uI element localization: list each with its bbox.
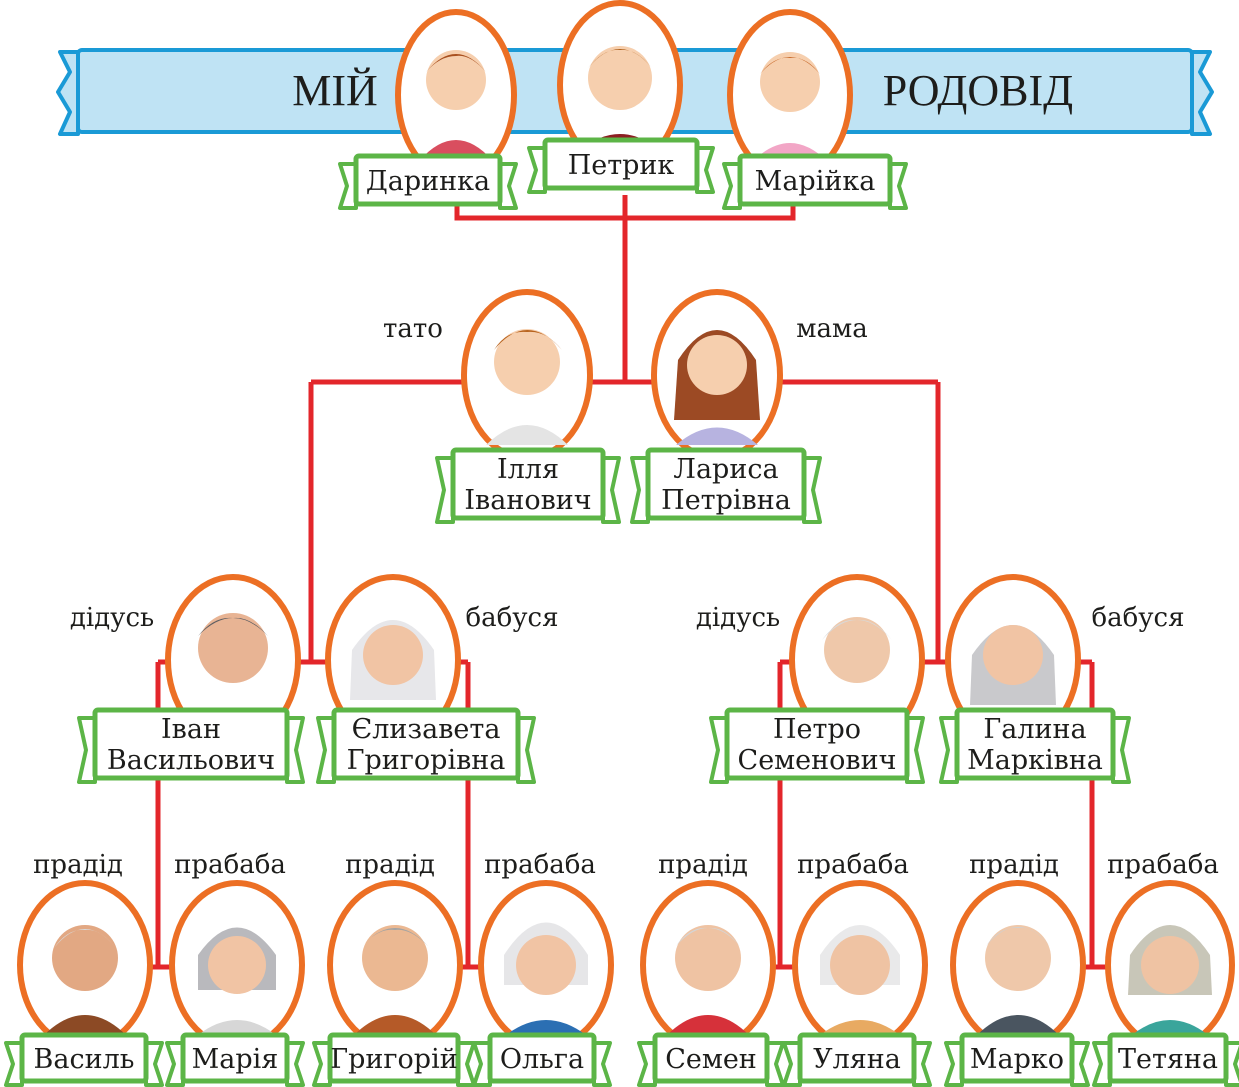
ribbon-body [724,707,910,781]
ribbon-ggp-6: Уляна [782,1032,932,1087]
role-ggp-2: прабаба [174,850,286,880]
portrait-grandparent-4 [945,574,1081,746]
ribbon-child-2: Петрик [527,137,715,194]
person-first-name: Ілля [497,454,559,485]
portrait-ggp-3 [327,880,463,1050]
role-ggp-8: прабаба [1107,850,1219,880]
person-first-name: Єлизавета [352,714,501,745]
ribbon-body [327,1032,461,1084]
person-name: Марійка [755,166,876,197]
role-grandparent-3: дідусь [696,603,780,633]
portrait-ggp-1 [17,880,153,1050]
banner-right-fold [1190,50,1214,136]
title-right: РОДОВІД [883,66,1073,115]
person-name: Уляна [813,1044,901,1075]
role-ggp-7: прадід [969,850,1059,880]
ribbon-body [954,707,1116,781]
ribbon-body [797,1032,917,1084]
person-patronymic: Марківна [967,745,1103,776]
name-ribbons: ДаринкаПетрикМарійкаІлляІвановичЛарисаПе… [4,137,1239,1087]
ribbon-ggp-7: Марко [944,1032,1090,1087]
person-name: Тетяна [1118,1044,1218,1075]
role-ggp-1: прадід [33,850,123,880]
role-parent-1: тато [383,314,443,344]
person-name: Даринка [366,166,490,197]
person-patronymic: Васильович [107,745,275,776]
portrait-frames [17,0,1235,1050]
portrait-ggp-4 [478,880,614,1050]
role-grandparent-2: бабуся [465,603,558,633]
portrait-parent-2 [651,289,783,461]
portrait-child-1 [395,9,517,181]
ribbon-body [487,1032,597,1084]
ribbon-ggp-8: Тетяна [1092,1032,1239,1087]
ribbon-body [652,1032,770,1084]
ribbon-body [645,447,807,521]
person-first-name: Петро [773,714,861,745]
person-name: Ольга [500,1044,584,1075]
ribbon-body [959,1032,1075,1084]
role-ggp-5: прадід [658,850,748,880]
person-patronymic: Семенович [738,745,897,776]
person-first-name: Іван [161,714,221,745]
role-grandparent-4: бабуся [1091,603,1184,633]
ribbon-body [1107,1032,1229,1084]
role-parent-2: мама [796,314,867,344]
ribbon-ggp-5: Семен [637,1032,785,1087]
person-patronymic: Петрівна [661,485,791,516]
banner-left-fold [56,50,80,136]
ribbon-body [450,447,606,521]
title-left: МІЙ [292,66,378,115]
portrait-ggp-7 [950,880,1086,1050]
role-grandparent-1: дідусь [70,603,154,633]
ribbon-body [180,1032,290,1084]
person-first-name: Галина [983,714,1086,745]
portrait-grandparent-2 [325,574,461,746]
line-parents [308,379,941,662]
ribbon-ggp-4: Ольга [472,1032,612,1087]
person-name: Григорій [330,1044,457,1075]
ribbon-body [92,707,290,781]
portrait-ggp-6 [792,880,928,1050]
person-name: Петрик [568,150,675,181]
ribbon-body [19,1032,149,1084]
role-ggp-6: прабаба [797,850,909,880]
portrait-ggp-2 [169,880,305,1050]
role-labels: тато мама дідусь бабуся дідусь бабуся пр… [33,314,1219,880]
portrait-parent-1 [461,289,593,461]
person-first-name: Лариса [673,454,778,485]
person-name: Марко [970,1044,1064,1075]
role-ggp-4: прабаба [484,850,596,880]
ribbon-body [353,153,503,207]
ribbon-body [737,153,893,207]
ribbon-body [331,707,521,781]
role-ggp-3: прадід [345,850,435,880]
ribbon-ggp-1: Василь [4,1032,164,1087]
person-patronymic: Іванович [464,485,591,516]
portrait-ggp-8 [1105,880,1235,1050]
ribbon-body [542,137,700,191]
person-name: Василь [34,1044,135,1075]
ribbon-ggp-2: Марія [165,1032,305,1087]
person-name: Семен [665,1044,757,1075]
portrait-child-3 [727,9,853,181]
person-patronymic: Григорівна [347,745,506,776]
portrait-ggp-5 [640,880,776,1050]
ribbon-child-3: Марійка [722,153,908,210]
person-name: Марія [192,1044,279,1075]
ribbon-ggp-3: Григорій [312,1032,476,1087]
ribbon-child-1: Даринка [338,153,518,210]
